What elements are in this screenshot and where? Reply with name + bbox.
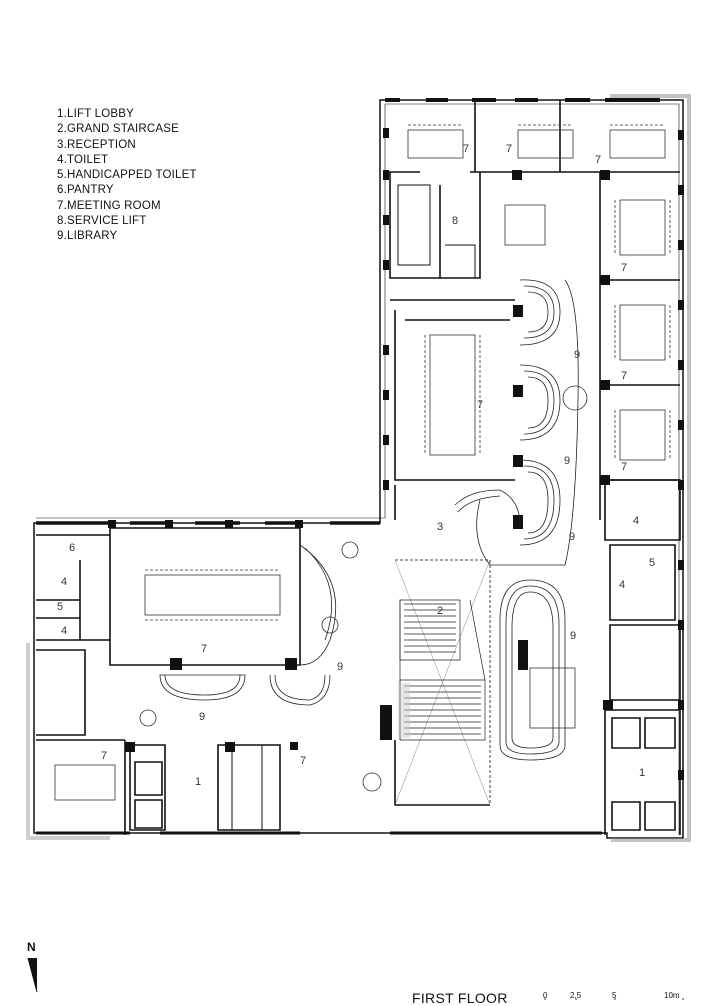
room-label: 1 — [639, 767, 645, 779]
room-label: 7 — [201, 643, 207, 655]
room-label: 7 — [595, 154, 601, 166]
room-label: 1 — [195, 776, 201, 788]
grand-staircase — [398, 599, 486, 741]
room-label: 9 — [569, 531, 575, 543]
room-label: 4 — [633, 515, 639, 527]
scale-bar: 0 2.5 5 10m — [543, 991, 684, 1000]
room-label: 8 — [452, 215, 458, 227]
north-label: N — [27, 940, 36, 954]
scale-tick-0: 0 — [543, 991, 548, 1000]
building-outline — [26, 94, 691, 842]
room-legend: 1.LIFT LOBBY 2.GRAND STAIRCASE 3.RECEPTI… — [57, 107, 197, 245]
room-label: 7 — [506, 143, 512, 155]
room-label: 7 — [621, 370, 627, 382]
structural-columns — [108, 128, 684, 780]
room-label: 9 — [570, 630, 576, 642]
room-label: 3 — [437, 521, 443, 533]
room-label: 9 — [337, 661, 343, 673]
room-label: 4 — [61, 625, 67, 637]
room-labels: 1 1 2 3 4 4 4 4 5 5 6 7 7 7 7 7 7 7 7 7 … — [57, 143, 655, 788]
legend-item-library: 9.LIBRARY — [57, 230, 118, 243]
room-label: 7 — [477, 399, 483, 411]
room-label: 7 — [101, 750, 107, 762]
scale-tick-10m: 10m — [664, 991, 680, 1000]
room-label: 9 — [574, 349, 580, 361]
scale-tick-2-5: 2.5 — [570, 991, 582, 1000]
furniture — [54, 124, 671, 801]
library-shelving — [159, 279, 579, 761]
room-label: 6 — [69, 542, 75, 554]
room-label: 7 — [463, 143, 469, 155]
room-label: 9 — [199, 711, 205, 723]
room-label: 2 — [437, 605, 443, 617]
legend-item-service-lift: 8.SERVICE LIFT — [57, 215, 147, 228]
legend-item-toilet: 4.TOILET — [57, 153, 109, 166]
room-label: 7 — [621, 461, 627, 473]
legend-item-handicapped-toilet: 5.HANDICAPPED TOILET — [57, 169, 197, 182]
legend-item-meeting-room: 7.MEETING ROOM — [57, 199, 161, 212]
floor-title: FIRST FLOOR — [412, 990, 508, 1006]
legend-item-grand-staircase: 2.GRAND STAIRCASE — [57, 123, 180, 136]
room-label: 4 — [61, 576, 67, 588]
room-label: 5 — [649, 557, 655, 569]
north-arrow-icon — [27, 957, 38, 993]
room-label: 7 — [621, 262, 627, 274]
legend-item-pantry: 6.PANTRY — [57, 184, 114, 197]
scale-tick-5: 5 — [612, 991, 617, 1000]
legend-item-lift-lobby: 1.LIFT LOBBY — [57, 108, 134, 120]
room-label: 7 — [300, 755, 306, 767]
legend-item-reception: 3.RECEPTION — [57, 138, 136, 151]
room-label: 4 — [619, 579, 625, 591]
room-label: 5 — [57, 601, 63, 613]
interior-walls — [36, 100, 681, 835]
room-label: 9 — [564, 455, 570, 467]
